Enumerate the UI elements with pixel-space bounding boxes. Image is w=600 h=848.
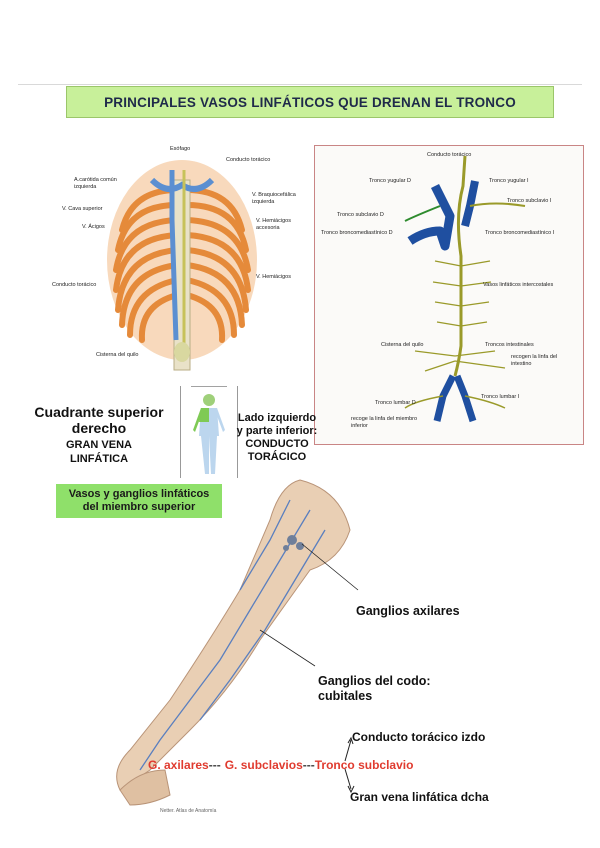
label-tronco-lumbar-i: Tronco lumbar I [481, 394, 519, 400]
lymph-trunks-figure: Conducto torácico Tronco yugular D Tronc… [314, 145, 584, 445]
label-tronco-yugular-d: Tronco yugular D [369, 178, 411, 184]
thorax-figure: Esófago Conducto torácico A.carótida com… [52, 140, 312, 380]
label-conducto-toracico: Conducto torácico [427, 152, 471, 158]
label-conducto-toracico: Conducto torácico [226, 157, 270, 163]
chain-arrows [315, 735, 365, 795]
label-v-hemiacigos: V. Hemiácigos [256, 274, 291, 280]
label-gran-vena-dcha: Gran vena linfática dcha [350, 790, 489, 804]
label-tronco-lumbar-d: Tronco lumbar D [375, 400, 416, 406]
label-conducto-izdo: Conducto torácico izdo [352, 730, 485, 744]
thorax-illustration [52, 140, 312, 380]
label-recogen: recogen la linfa del intestino [511, 354, 573, 368]
label-v-hemiacigos-acc: V. Hemiácigos accesoria [256, 218, 308, 232]
label-recoge-inferior: recoge la linfa del miembro inferior [351, 416, 421, 430]
label-conducto-2: TORÁCICO [234, 451, 320, 464]
label-vasos-intercostales: Vasos linfáticos intercostales [483, 282, 553, 288]
label-conducto-1: CONDUCTO [234, 438, 320, 451]
page-title: PRINCIPALES VASOS LINFÁTICOS QUE DRENAN … [66, 86, 554, 118]
label-esofago: Esófago [170, 146, 190, 152]
label-carotida: A.carótida común izquierda [74, 177, 122, 191]
label-tronco-bronco-i: Tronco broncomediastínico I [485, 230, 554, 236]
label-ganglios-codo: Ganglios del codo: cubitales [318, 674, 431, 704]
label-tronco-bronco-d: Tronco broncomediastínico D [321, 230, 393, 236]
label-tronco-yugular-i: Tronco yugular I [489, 178, 529, 184]
label-cuadrante-2: derecho [24, 420, 174, 436]
label-cuadrante-1: Cuadrante superior [24, 404, 174, 420]
label-gran-vena-1: GRAN VENA [24, 438, 174, 452]
top-divider [18, 84, 582, 85]
chain-g-axilares: G. axilares [148, 758, 209, 772]
label-cisterna-2: Cisterna del quilo [381, 342, 424, 348]
lymph-trunks-illustration [315, 146, 583, 444]
chain-sep-1: --- [209, 758, 221, 772]
label-cisterna: Cisterna del quilo [96, 352, 139, 358]
label-v-cava: V. Cava superior [62, 206, 102, 212]
label-lado-1: Lado izquierdo [234, 412, 320, 425]
source-caption: Netter. Atlas de Anatomía [160, 808, 216, 814]
chain-g-subclavios: G. subclavios [225, 758, 303, 772]
label-lado-2: y parte inferior: [234, 425, 320, 438]
label-ganglios-axilares: Ganglios axilares [356, 604, 460, 618]
body-drainage-text-left: Cuadrante superior derecho GRAN VENA LIN… [24, 404, 174, 466]
label-v-braquio: V. Braquiocefálica izquierda [252, 192, 308, 206]
body-figure [180, 386, 238, 478]
label-v-acigos: V. Ácigos [82, 224, 105, 230]
body-drainage-text-right: Lado izquierdo y parte inferior: CONDUCT… [234, 412, 320, 464]
drainage-chain: G. axilares---G. subclavios---Tronco sub… [148, 758, 413, 772]
label-tronco-subclavio-d: Tronco subclavio D [337, 212, 384, 218]
chain-sep-2: --- [303, 758, 315, 772]
label-conducto-toracico-2: Conducto torácico [52, 282, 96, 288]
label-gran-vena-2: LINFÁTICA [24, 452, 174, 466]
label-ganglios-codo-1: Ganglios del codo: [318, 674, 431, 689]
label-troncos-intestinales: Troncos intestinales [485, 342, 534, 348]
label-ganglios-codo-2: cubitales [318, 689, 431, 704]
body-silhouette [181, 386, 237, 478]
label-tronco-subclavio-i: Tronco subclavio I [507, 198, 551, 204]
